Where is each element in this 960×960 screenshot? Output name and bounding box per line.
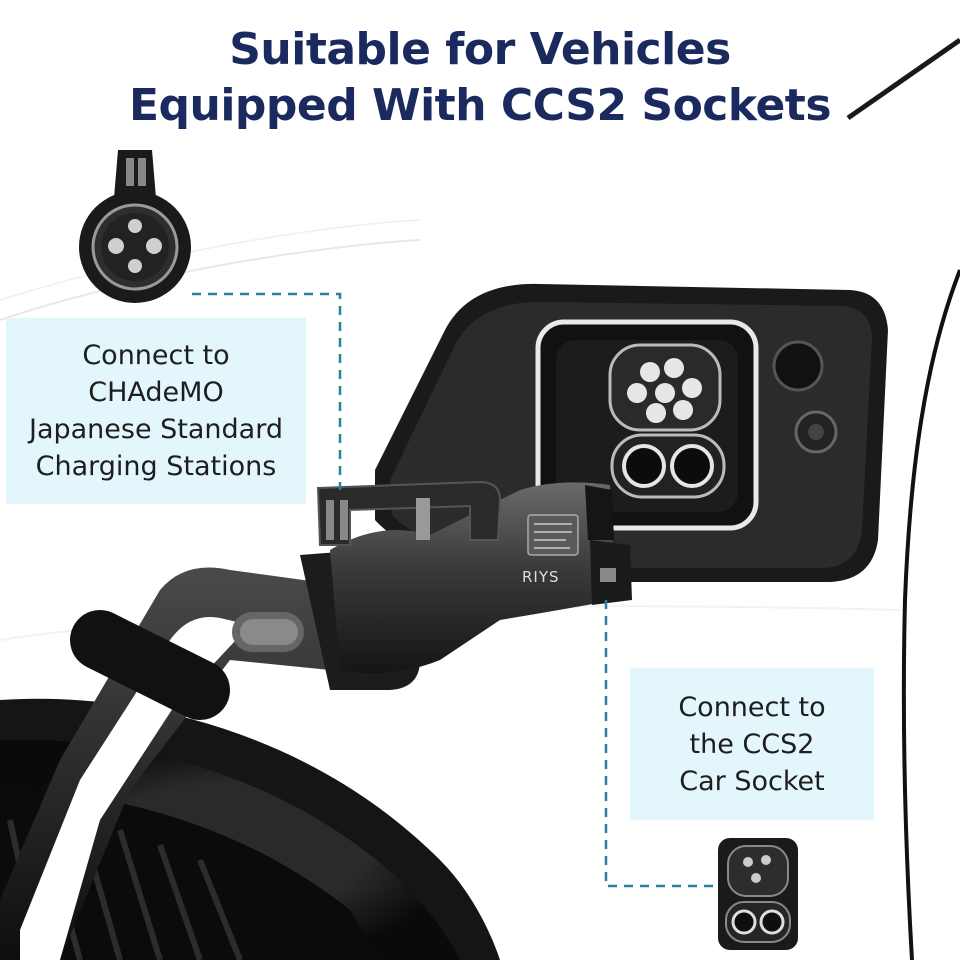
adapter-brand-label: RIYS: [522, 568, 560, 586]
title-line-2: Equipped With CCS2 Sockets: [128, 80, 832, 131]
callout-ccs2-line-3: Car Socket: [679, 765, 825, 797]
callout-ccs2-line-2: the CCS2: [689, 728, 815, 760]
dashed-connector-left: [192, 292, 342, 490]
dashed-connector-right: [604, 600, 716, 888]
ccs2-socket-icon: [718, 838, 798, 950]
chademo-plug-icon: [79, 150, 191, 303]
callout-chademo-line-4: Charging Stations: [35, 451, 277, 482]
ccs2-adapter: [316, 480, 632, 674]
callout-chademo: Connect to CHAdeMO Japanese Standard Cha…: [6, 318, 306, 504]
page-title: Suitable for Vehicles Equipped With CCS2…: [0, 22, 960, 134]
callout-chademo-line-2: CHAdeMO: [88, 377, 224, 408]
callout-chademo-line-1: Connect to: [82, 340, 230, 371]
callout-ccs2: Connect to the CCS2 Car Socket: [630, 668, 874, 820]
title-line-1: Suitable for Vehicles: [229, 24, 731, 75]
callout-chademo-line-3: Japanese Standard: [28, 414, 283, 445]
callout-ccs2-line-1: Connect to: [678, 691, 826, 723]
